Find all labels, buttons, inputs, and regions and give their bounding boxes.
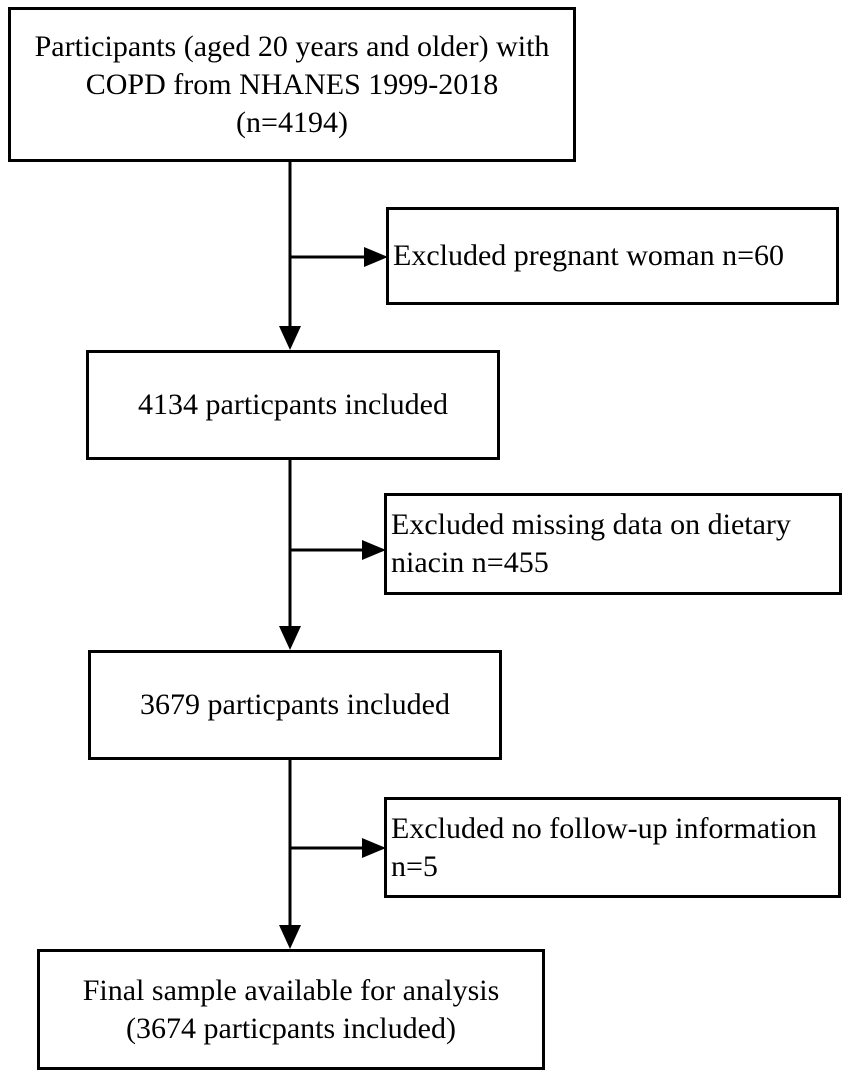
excl2-line-1: Excluded missing data on dietary	[391, 508, 791, 541]
excl3-line-1: Excluded no follow-up information	[391, 811, 817, 845]
arrowhead-step2	[279, 326, 301, 350]
start-line-3: (n=4194)	[236, 105, 348, 139]
start-line-2: COPD from NHANES 1999-2018	[85, 67, 499, 101]
step2-line-1: 4134 particpants included	[138, 388, 448, 421]
arrowhead-final	[279, 925, 301, 949]
step3-line-1: 3679 particpants included	[140, 688, 450, 721]
arrowhead-excl2	[362, 540, 386, 560]
excl3-line-2: n=5	[391, 849, 438, 883]
excl2-line-2: niacin n=455	[391, 546, 549, 579]
final-line-2: (3674 particpants included)	[126, 1011, 456, 1045]
arrowhead-step3	[279, 626, 301, 650]
final-box: Final sample available for analysis (367…	[37, 949, 545, 1070]
arrowhead-excl1	[364, 247, 388, 267]
step2-box: 4134 particpants included	[86, 350, 500, 460]
step3-box: 3679 particpants included	[88, 650, 502, 760]
final-line-1: Final sample available for analysis	[82, 973, 500, 1007]
arrowhead-excl3	[362, 838, 386, 858]
start-line-1: Participants (aged 20 years and older) w…	[34, 29, 550, 63]
exclusion-box-niacin: Excluded missing data on dietary niacin …	[384, 493, 842, 595]
start-box: Participants (aged 20 years and older) w…	[8, 7, 576, 162]
excl1-line-1: Excluded pregnant woman n=60	[393, 239, 784, 272]
exclusion-box-pregnant: Excluded pregnant woman n=60	[386, 207, 839, 305]
exclusion-box-followup: Excluded no follow-up information n=5	[384, 797, 841, 898]
